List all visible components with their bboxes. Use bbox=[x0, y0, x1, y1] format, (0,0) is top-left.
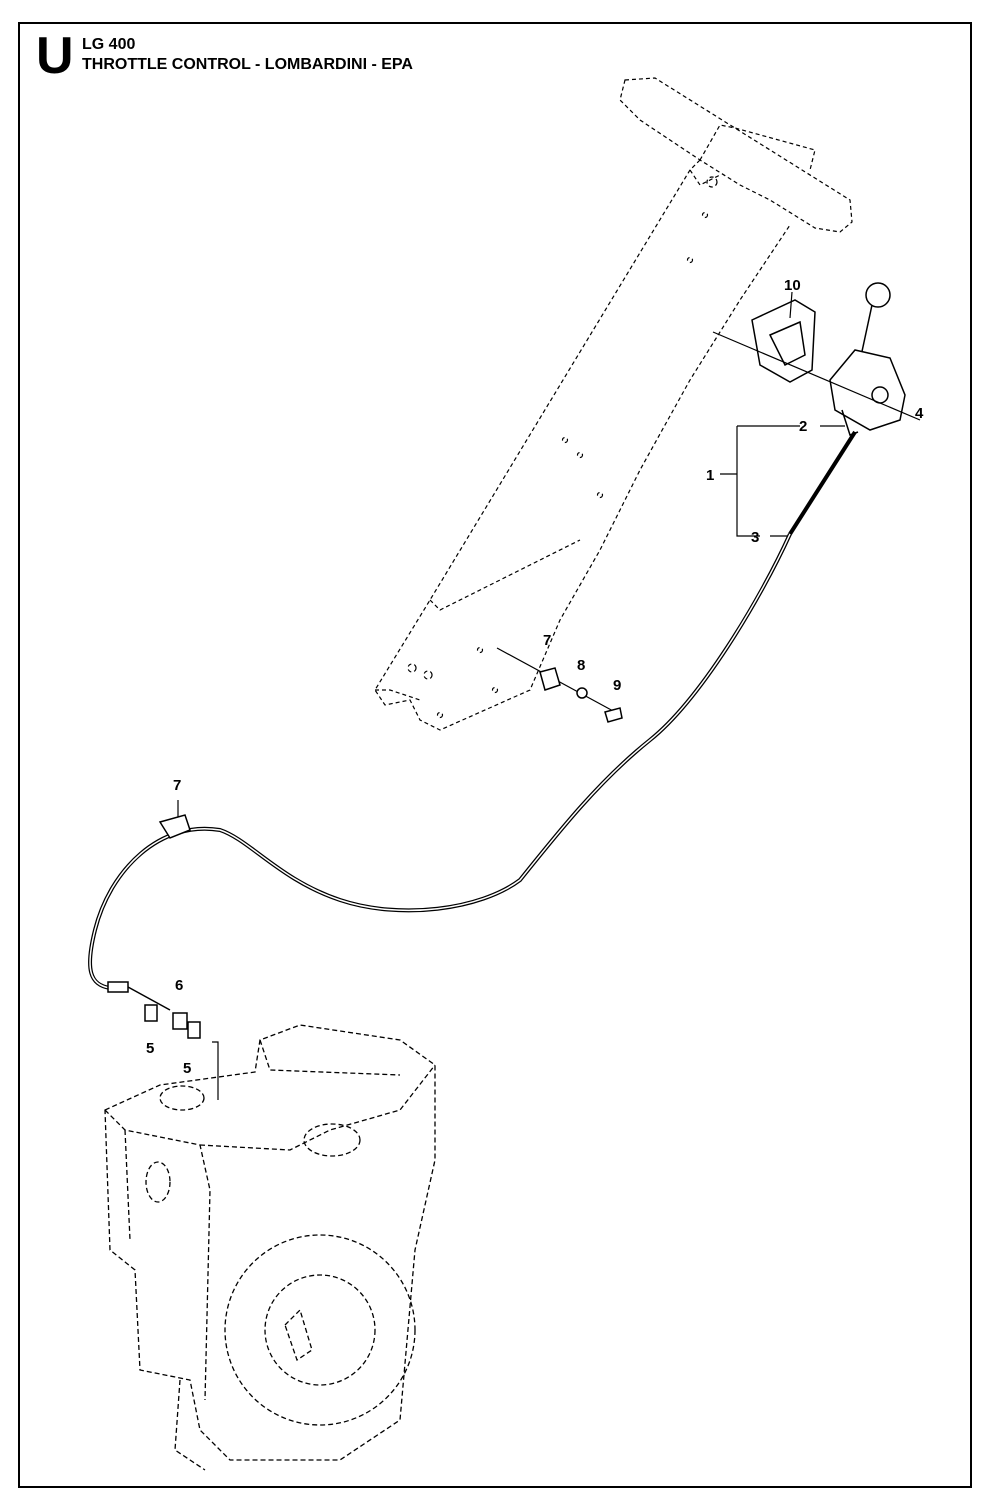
callout-1: 1 bbox=[706, 467, 714, 484]
bracket-part bbox=[751, 299, 816, 383]
engine-outline bbox=[104, 1024, 436, 1471]
page-frame bbox=[18, 22, 972, 1488]
throttle-cable-inner bbox=[89, 533, 791, 989]
leader-lines bbox=[177, 291, 921, 1100]
callout-6: 6 bbox=[175, 977, 183, 994]
model-name: LG 400 bbox=[82, 36, 136, 53]
cable-end-fitting bbox=[107, 814, 191, 1011]
callout-labels: 10 2 4 1 3 7 8 9 7 6 5 5 bbox=[146, 277, 924, 1077]
callout-5-lower: 5 bbox=[183, 1060, 191, 1077]
diagram-title: THROTTLE CONTROL - LOMBARDINI - EPA bbox=[82, 56, 413, 73]
callout-8: 8 bbox=[577, 657, 585, 674]
callout-10: 10 bbox=[784, 277, 801, 294]
callout-9: 9 bbox=[613, 677, 621, 694]
callout-7: 7 bbox=[543, 632, 551, 649]
section-letter: U bbox=[36, 27, 74, 85]
steering-column-outline bbox=[374, 77, 853, 731]
callout-3: 3 bbox=[751, 529, 759, 546]
callout-5: 5 bbox=[146, 1040, 154, 1057]
callout-7-lower: 7 bbox=[173, 777, 181, 794]
callout-4: 4 bbox=[915, 405, 924, 422]
throttle-lever-assembly bbox=[829, 282, 906, 436]
throttle-cable bbox=[88, 430, 857, 990]
callout-2: 2 bbox=[799, 418, 807, 435]
hardware-parts bbox=[144, 667, 623, 1039]
